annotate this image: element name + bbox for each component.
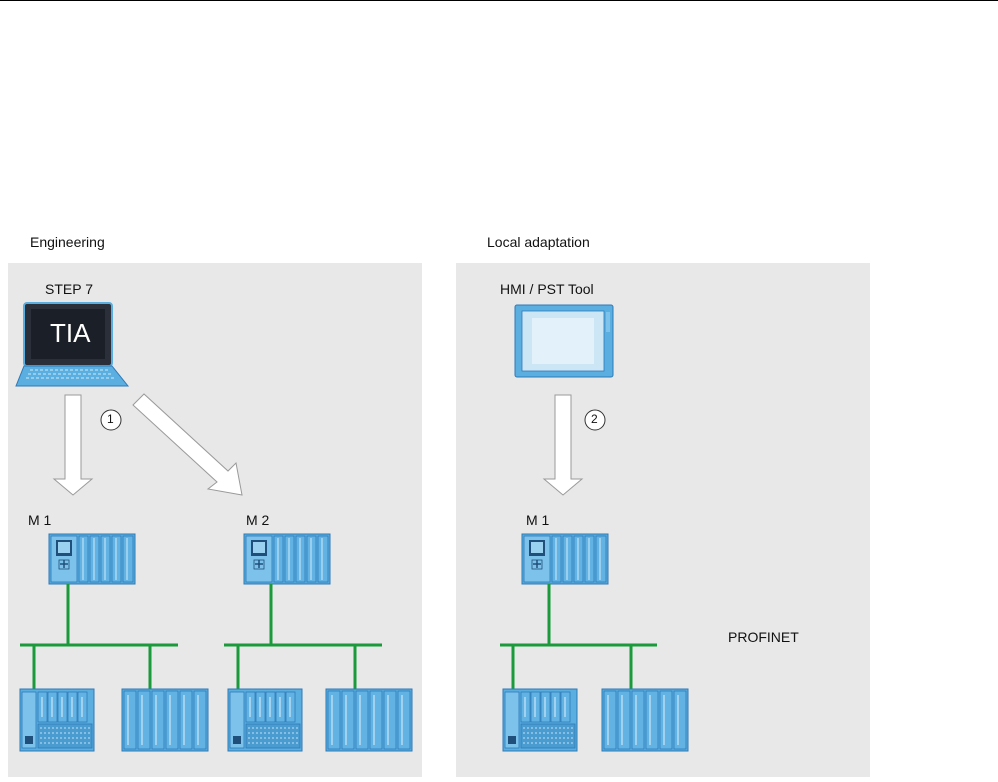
- hmi-panel-icon: [514, 304, 614, 378]
- cpu-module-icon-m1-left: [48, 533, 136, 585]
- step-1-number: 1: [107, 412, 114, 426]
- profinet-network: [20, 584, 657, 690]
- tia-screen-text: TIA: [50, 318, 91, 348]
- step-1-circle: [100, 409, 122, 431]
- io-station-icon-5: [502, 688, 578, 752]
- arrow-diagonal-icon: [132, 393, 243, 496]
- io-station-icon-3: [227, 688, 303, 752]
- io-station-icon-1: [19, 688, 95, 752]
- arrow-down-icon: [52, 394, 94, 496]
- controller-m1-right-label: M 1: [526, 512, 550, 528]
- top-rule: [0, 0, 998, 1]
- io-station-icon-4: [325, 688, 413, 752]
- controller-m1-label: M 1: [28, 512, 52, 528]
- laptop-icon: [15, 302, 130, 387]
- profinet-label: PROFINET: [728, 629, 799, 645]
- io-station-icon-2: [121, 688, 209, 752]
- hmi-pst-tool-label: HMI / PST Tool: [500, 281, 594, 297]
- io-station-icon-6: [601, 688, 689, 752]
- step-2-circle: [584, 409, 606, 431]
- cpu-module-icon-m1-right: [521, 533, 609, 585]
- controller-m2-label: M 2: [246, 512, 270, 528]
- cpu-module-icon-m2: [243, 533, 331, 585]
- section-title-local-adaptation: Local adaptation: [487, 234, 590, 250]
- section-title-engineering: Engineering: [30, 234, 105, 250]
- step-2-number: 2: [591, 412, 598, 426]
- arrow-down-icon-2: [542, 394, 584, 496]
- step7-label: STEP 7: [45, 281, 93, 297]
